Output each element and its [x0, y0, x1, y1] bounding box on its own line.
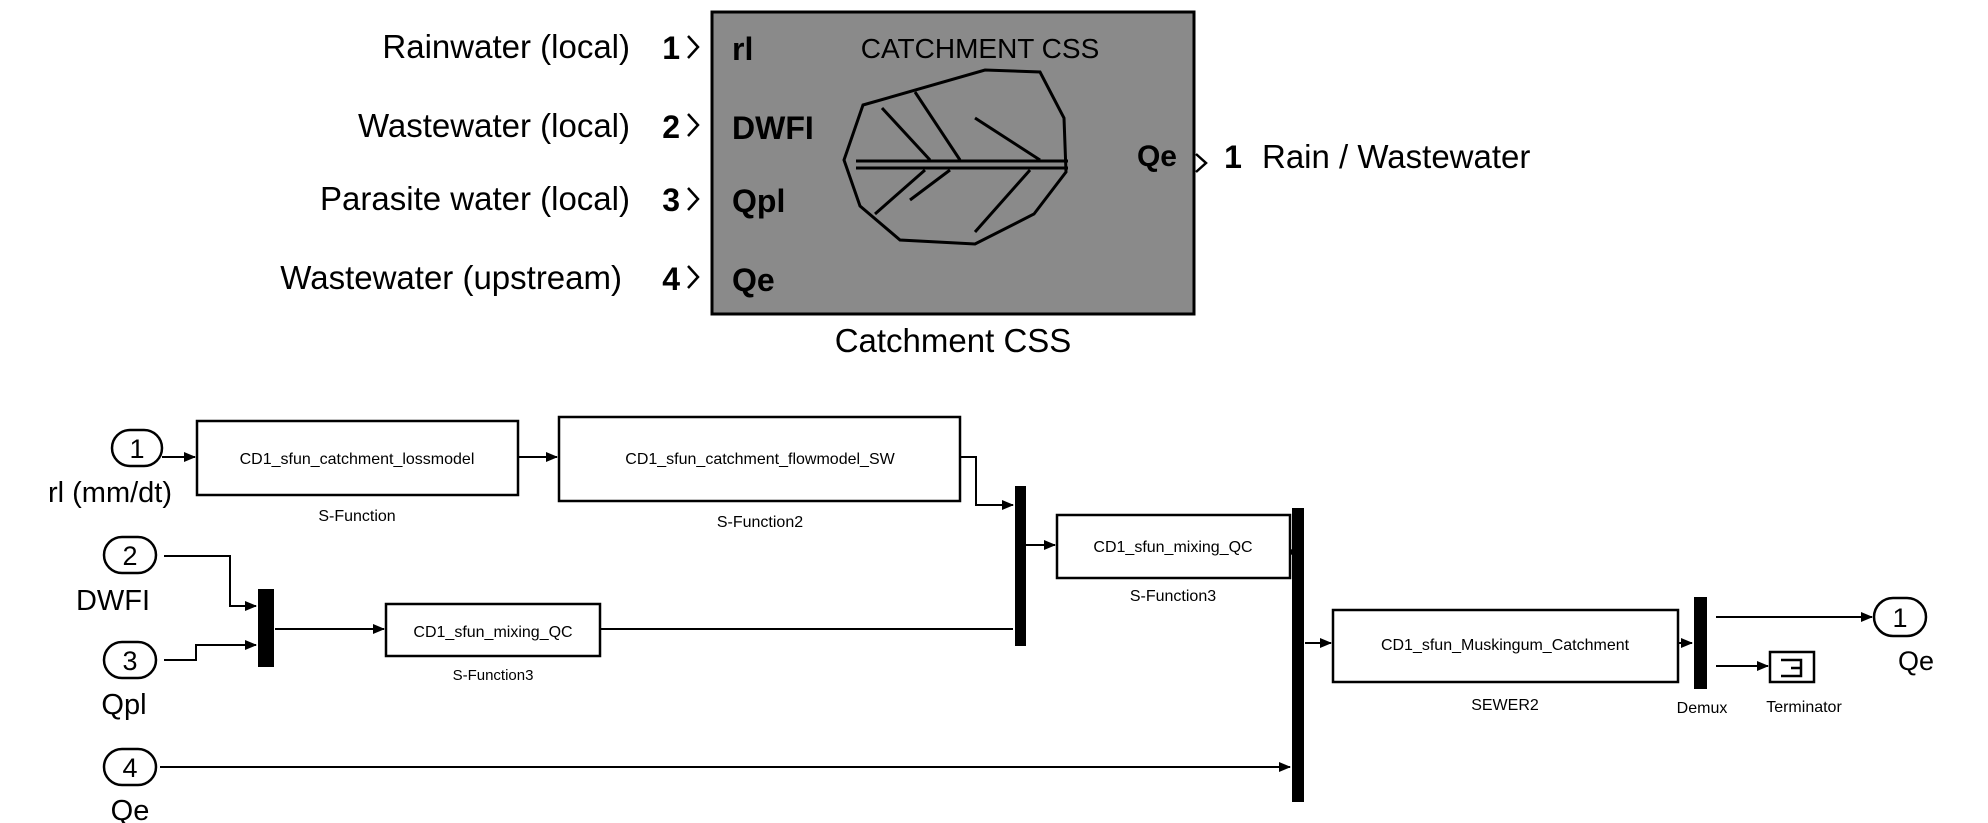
subsystem-title: CATCHMENT CSS [861, 33, 1100, 64]
port-label-qe-in: Qe [732, 262, 775, 298]
inport-2[interactable]: 2 DWFI [76, 535, 158, 617]
inport-2-label: DWFI [76, 585, 150, 617]
input-number-4: 4 [662, 261, 680, 297]
block-lossmodel-caption: S-Function [318, 508, 395, 525]
block-mixing-upper-caption: S-Function3 [1130, 588, 1216, 605]
input-number-3: 3 [662, 182, 680, 218]
mux-bar-3[interactable] [1292, 508, 1304, 802]
subsystem-block-body[interactable] [710, 10, 1196, 316]
leaf-icon [842, 68, 1068, 246]
input-description-2: Wastewater (local) [358, 107, 630, 144]
inport-4[interactable]: 4 Qe [102, 747, 158, 823]
block-demux[interactable]: Demux [1677, 597, 1728, 717]
inport-4-label: Qe [111, 795, 150, 823]
block-mixing-upper-text: CD1_sfun_mixing_QC [1093, 539, 1252, 556]
inport-3[interactable]: 3 Qpl [101, 640, 158, 721]
inport-1[interactable]: 1 rl (mm/dt) [48, 428, 172, 509]
input-description-1: Rainwater (local) [382, 28, 630, 65]
port-label-dwfi: DWFI [732, 110, 814, 146]
input-port-chevrons [687, 35, 700, 289]
inport-2-number: 2 [122, 541, 137, 571]
mux-bar-1[interactable] [258, 589, 274, 667]
catchment-subsystem[interactable]: Rainwater (local) Wastewater (local) Par… [280, 10, 1530, 359]
block-mixing-upper[interactable]: CD1_sfun_mixing_QC S-Function3 [1055, 513, 1292, 605]
terminator-icon [1781, 658, 1803, 678]
input-description-4: Wastewater (upstream) [280, 259, 622, 296]
inport-4-number: 4 [122, 753, 137, 783]
inner-model: 1 rl (mm/dt) 2 DWFI 3 Qpl 4 Qe CD1_sfun_… [48, 415, 1934, 823]
input-description-3: Parasite water (local) [320, 180, 630, 217]
outport-1-number: 1 [1892, 603, 1907, 633]
output-description: Rain / Wastewater [1262, 138, 1530, 175]
signal-wires [160, 452, 1873, 772]
inport-1-number: 1 [129, 434, 144, 464]
block-flowmodel-caption: S-Function2 [717, 514, 803, 531]
block-muskingum[interactable]: CD1_sfun_Muskingum_Catchment SEWER2 [1331, 608, 1680, 714]
port-label-qpl: Qpl [732, 183, 785, 219]
output-port-chevron [1195, 153, 1208, 173]
block-flowmodel[interactable]: CD1_sfun_catchment_flowmodel_SW S-Functi… [557, 415, 962, 531]
input-number-1: 1 [662, 30, 680, 66]
block-demux-caption: Demux [1677, 700, 1728, 717]
block-muskingum-caption: SEWER2 [1471, 697, 1539, 714]
port-label-rl: rl [732, 31, 753, 67]
port-label-qe-out: Qe [1137, 140, 1177, 173]
block-mixing-lower-text: CD1_sfun_mixing_QC [413, 624, 572, 641]
mux-bar-2[interactable] [1015, 486, 1026, 646]
inport-1-label: rl (mm/dt) [48, 477, 172, 509]
block-lossmodel[interactable]: CD1_sfun_catchment_lossmodel S-Function [195, 419, 520, 525]
block-mixing-lower-caption: S-Function3 [453, 667, 534, 684]
inport-3-label: Qpl [101, 689, 146, 721]
output-number: 1 [1224, 139, 1242, 175]
block-lossmodel-text: CD1_sfun_catchment_lossmodel [240, 451, 475, 468]
block-mixing-lower[interactable]: CD1_sfun_mixing_QC S-Function3 [384, 602, 602, 684]
inport-3-number: 3 [122, 646, 137, 676]
outport-1-label: Qe [1898, 646, 1934, 676]
block-terminator[interactable]: Terminator [1766, 650, 1842, 716]
block-terminator-caption: Terminator [1766, 699, 1842, 716]
outport-1[interactable]: 1 Qe [1872, 596, 1934, 676]
input-number-2: 2 [662, 109, 680, 145]
block-flowmodel-text: CD1_sfun_catchment_flowmodel_SW [625, 451, 895, 468]
subsystem-caption: Catchment CSS [835, 322, 1072, 359]
block-muskingum-text: CD1_sfun_Muskingum_Catchment [1381, 637, 1630, 654]
